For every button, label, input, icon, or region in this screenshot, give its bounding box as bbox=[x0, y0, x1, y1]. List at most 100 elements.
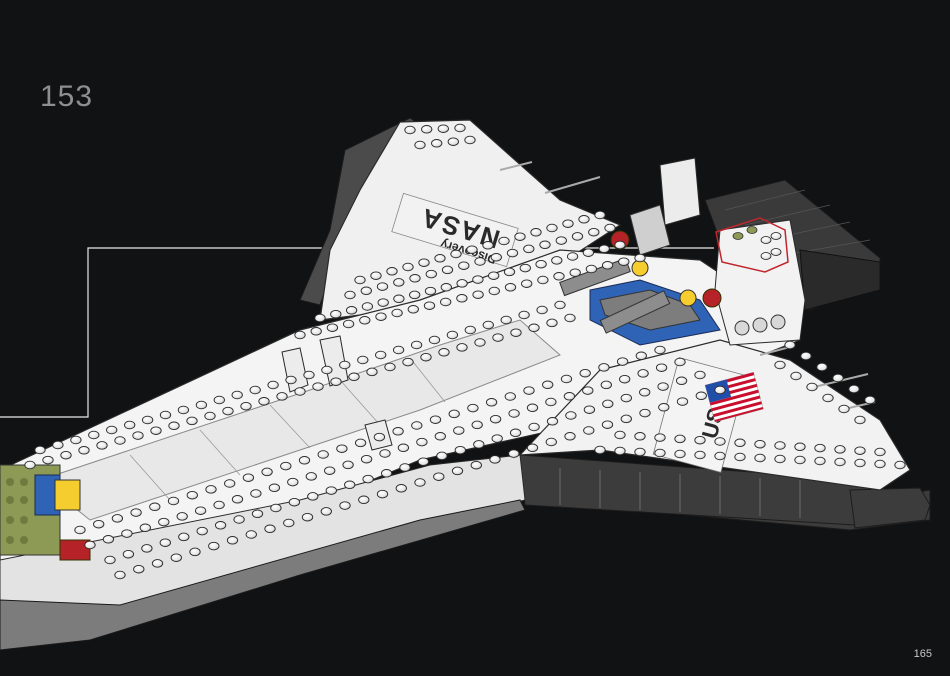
stud bbox=[527, 404, 537, 412]
stud bbox=[209, 542, 219, 550]
stud bbox=[620, 375, 630, 383]
stud bbox=[524, 387, 534, 395]
stud bbox=[410, 291, 420, 299]
stud bbox=[524, 245, 534, 253]
stud bbox=[735, 439, 745, 447]
stud bbox=[715, 438, 725, 446]
stud bbox=[295, 331, 305, 339]
stud bbox=[241, 402, 251, 410]
stud bbox=[393, 346, 403, 354]
stud bbox=[299, 457, 309, 465]
stud bbox=[424, 302, 434, 310]
stud bbox=[178, 406, 188, 414]
stud bbox=[284, 519, 294, 527]
stud bbox=[355, 276, 365, 284]
stud bbox=[529, 324, 539, 332]
stud bbox=[142, 416, 152, 424]
stud bbox=[160, 411, 170, 419]
stud bbox=[675, 358, 685, 366]
stud bbox=[187, 417, 197, 425]
stud bbox=[695, 436, 705, 444]
stud bbox=[415, 141, 425, 149]
stud bbox=[271, 504, 281, 512]
stud bbox=[715, 386, 725, 394]
stud bbox=[602, 421, 612, 429]
stud bbox=[491, 253, 501, 261]
stud bbox=[815, 457, 825, 465]
stud bbox=[583, 387, 593, 395]
stud bbox=[531, 229, 541, 237]
stud bbox=[775, 442, 785, 450]
stud bbox=[655, 346, 665, 354]
stud bbox=[895, 461, 905, 469]
stud bbox=[527, 444, 537, 452]
stud bbox=[171, 554, 181, 562]
stud bbox=[658, 383, 668, 391]
stud bbox=[438, 125, 448, 133]
stud bbox=[134, 565, 144, 573]
stud bbox=[53, 441, 63, 449]
stud bbox=[475, 258, 485, 266]
stud bbox=[554, 273, 564, 281]
stud bbox=[250, 386, 260, 394]
stud bbox=[505, 284, 515, 292]
stud bbox=[71, 436, 81, 444]
stud bbox=[615, 431, 625, 439]
stud bbox=[839, 405, 849, 413]
stud bbox=[115, 571, 125, 579]
stud bbox=[421, 353, 431, 361]
stud bbox=[563, 220, 573, 228]
stud bbox=[835, 458, 845, 466]
stud bbox=[875, 460, 885, 468]
stud bbox=[615, 447, 625, 455]
stud bbox=[561, 375, 571, 383]
stud bbox=[410, 275, 420, 283]
stud bbox=[511, 329, 521, 337]
stud bbox=[489, 272, 499, 280]
stud bbox=[246, 531, 256, 539]
stud bbox=[615, 241, 625, 249]
stud bbox=[483, 321, 493, 329]
stud bbox=[493, 334, 503, 342]
stud bbox=[206, 486, 216, 494]
stud bbox=[449, 410, 459, 418]
stud bbox=[640, 409, 650, 417]
stud bbox=[696, 392, 706, 400]
stud bbox=[393, 428, 403, 436]
stud bbox=[775, 361, 785, 369]
stud bbox=[75, 526, 85, 534]
stud bbox=[308, 493, 318, 501]
stud bbox=[337, 445, 347, 453]
stud bbox=[795, 443, 805, 451]
stud bbox=[105, 556, 115, 564]
stud bbox=[400, 464, 410, 472]
stud bbox=[499, 237, 509, 245]
stud bbox=[179, 533, 189, 541]
stud bbox=[345, 291, 355, 299]
stud bbox=[467, 246, 477, 254]
stud bbox=[468, 404, 478, 412]
stud bbox=[655, 434, 665, 442]
stud bbox=[602, 262, 612, 270]
stud bbox=[448, 138, 458, 146]
stud bbox=[547, 319, 557, 327]
stud bbox=[520, 264, 530, 272]
stud bbox=[490, 415, 500, 423]
stud bbox=[619, 258, 629, 266]
stud bbox=[150, 503, 160, 511]
stud bbox=[205, 412, 215, 420]
stud bbox=[775, 455, 785, 463]
stud bbox=[340, 361, 350, 369]
stud bbox=[599, 364, 609, 372]
stud bbox=[232, 496, 242, 504]
stud bbox=[474, 441, 484, 449]
stud bbox=[415, 479, 425, 487]
stud bbox=[451, 250, 461, 258]
stud bbox=[570, 269, 580, 277]
stud bbox=[635, 433, 645, 441]
tail-section bbox=[705, 180, 880, 345]
stud bbox=[340, 502, 350, 510]
stud bbox=[676, 377, 686, 385]
stud bbox=[855, 416, 865, 424]
